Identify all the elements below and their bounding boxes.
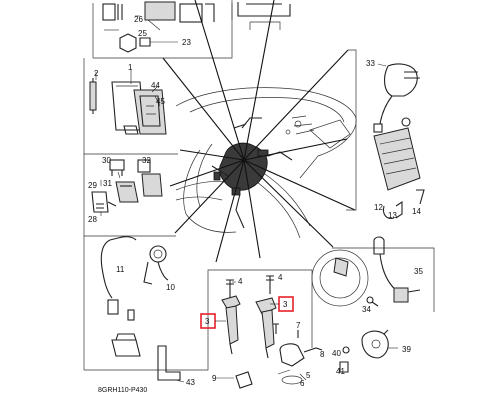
callout-2: 2 <box>94 69 99 78</box>
callout-7: 7 <box>296 321 301 330</box>
callout-12: 12 <box>374 203 383 212</box>
callout-9: 9 <box>212 374 217 383</box>
callout-30: 30 <box>102 156 111 165</box>
callout-35: 35 <box>414 267 423 276</box>
callout-44: 44 <box>151 81 160 90</box>
callout-13: 13 <box>388 211 397 220</box>
callout-5: 5 <box>306 371 311 380</box>
highlight-callout-3-left: 3 <box>205 317 210 326</box>
callout-10: 10 <box>166 283 175 292</box>
callout-labels: 26 25 23 33 2 1 44 45 30 32 31 29 28 14 … <box>88 15 423 388</box>
callout-34: 34 <box>362 305 371 314</box>
callout-1: 1 <box>128 63 133 72</box>
sensor-panel <box>83 236 209 383</box>
callout-32: 32 <box>142 156 151 165</box>
relay-panel <box>83 154 176 237</box>
drawing-code: 8GRH110-P430 <box>98 387 147 394</box>
callout-8: 8 <box>320 350 325 359</box>
callout-25: 25 <box>138 29 147 38</box>
callout-4-left: 4 <box>238 277 243 286</box>
callout-33: 33 <box>366 59 375 68</box>
callout-6: 6 <box>300 379 305 388</box>
callout-14: 14 <box>412 207 421 216</box>
highlighted-callouts: 3 3 <box>200 296 294 329</box>
callout-29: 29 <box>88 181 97 190</box>
callout-26: 26 <box>134 15 143 24</box>
ignition-coil-panel <box>207 269 323 389</box>
connection-spokes <box>162 0 356 263</box>
right-lower-panel <box>311 236 435 373</box>
callout-28: 28 <box>88 215 97 224</box>
callout-23: 23 <box>182 38 191 47</box>
callout-45: 45 <box>156 97 165 106</box>
right-upper-panel <box>346 49 425 219</box>
callout-40: 40 <box>332 349 341 358</box>
callout-4-right: 4 <box>278 273 283 282</box>
vehicle-frame <box>175 87 357 239</box>
callout-11: 11 <box>116 265 125 274</box>
callout-41: 41 <box>336 367 345 376</box>
top-panel <box>92 0 291 59</box>
highlight-callout-3-right: 3 <box>283 300 288 309</box>
callout-39: 39 <box>402 345 411 354</box>
callout-31: 31 <box>103 179 112 188</box>
callout-43: 43 <box>186 378 195 387</box>
